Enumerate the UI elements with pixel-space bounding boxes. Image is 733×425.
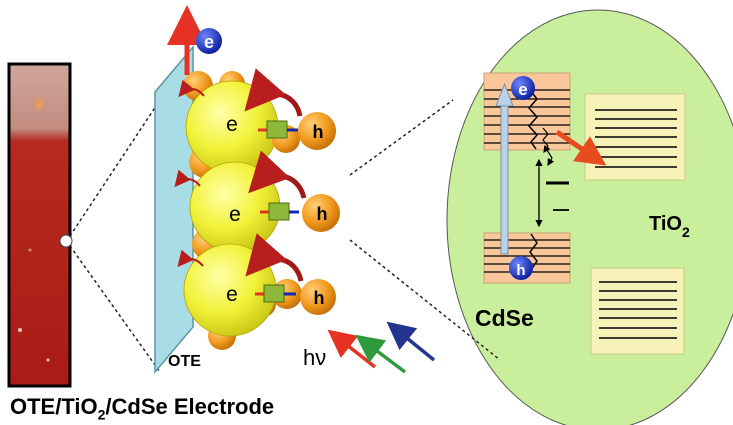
linker-1 xyxy=(258,120,298,139)
figure-caption: OTE/TiO2/CdSe Electrode xyxy=(10,394,275,423)
hole-relaxation-zigzag xyxy=(529,233,538,271)
electron-label: e xyxy=(226,283,238,306)
zoom-point-dot xyxy=(59,234,73,248)
photo-spot xyxy=(35,98,43,110)
relaxation-zigzag-small xyxy=(542,127,551,153)
photon-label: hν xyxy=(303,345,326,370)
photon-arrow-blue xyxy=(386,321,436,362)
inset-electron-label: e xyxy=(518,80,527,99)
tio2-conduction-band xyxy=(584,93,686,181)
cdse-label: CdSe xyxy=(475,305,534,331)
hole-transfer-arrow xyxy=(245,233,304,282)
tio2-label: TiO2 xyxy=(649,213,690,240)
electron-label: e xyxy=(226,113,238,136)
photon-arrow-green xyxy=(355,334,407,374)
hole-label: h xyxy=(313,122,324,142)
electron-collection-arrow xyxy=(177,249,204,268)
electron-ball xyxy=(196,28,222,54)
zoom-line-bottom xyxy=(69,245,161,373)
hole-transfer-arrow xyxy=(244,68,303,117)
hole-particle xyxy=(298,112,336,150)
linker-2 xyxy=(260,202,299,221)
inset-hole-label: h xyxy=(516,262,525,279)
electron-label: e xyxy=(229,203,241,226)
hole-particle xyxy=(300,279,336,315)
electrode-photo xyxy=(7,62,72,388)
hole-transfer-arrow xyxy=(248,150,307,199)
hole-label: h xyxy=(314,288,325,308)
electron-injection-arrow xyxy=(555,129,607,166)
electron-collection-arrow xyxy=(178,79,205,98)
excitation-arrow xyxy=(495,82,514,255)
photon-arrow-red xyxy=(327,329,377,369)
electron-collection-arrow xyxy=(174,169,201,188)
relaxation-zigzag-small xyxy=(546,149,555,167)
relaxation-zigzag xyxy=(527,89,539,150)
inset-electron-ball xyxy=(511,76,535,100)
tio2-valence-band xyxy=(590,267,685,355)
inset-zoom-line-bottom xyxy=(349,239,501,361)
linker-3 xyxy=(255,284,296,303)
electron-ball-label: e xyxy=(204,32,214,52)
zoom-line-top xyxy=(69,99,161,237)
ote-glass-plate xyxy=(154,44,194,375)
inset-hole-ball xyxy=(509,256,533,280)
hole-particle xyxy=(302,194,340,232)
ote-label: OTE xyxy=(168,353,201,370)
inset-zoom-line-top xyxy=(349,99,454,176)
inset-ellipse xyxy=(446,9,733,425)
hole-label: h xyxy=(317,204,328,224)
